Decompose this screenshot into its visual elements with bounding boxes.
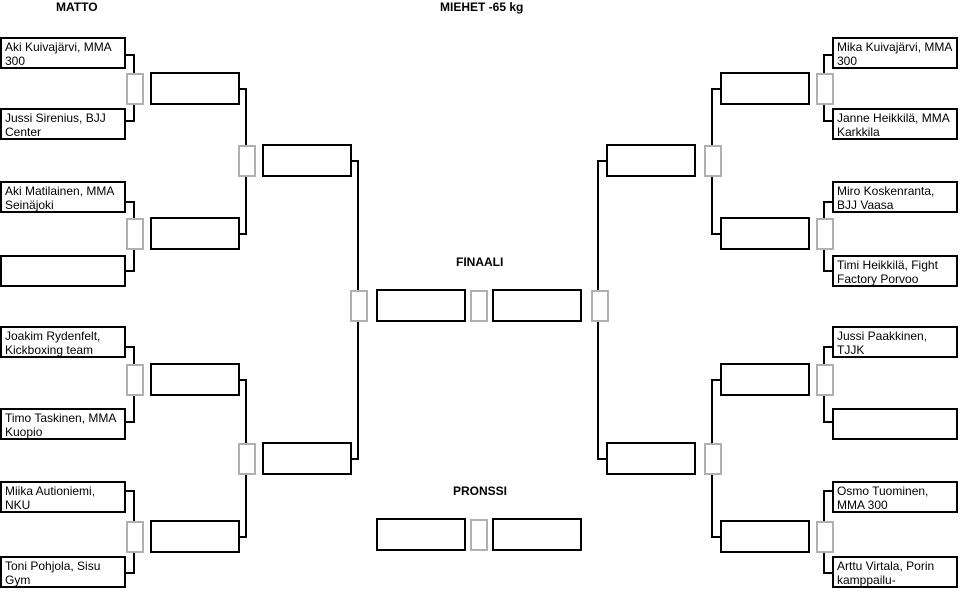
semi-slot-right-2 [606, 442, 696, 475]
score-box[interactable] [126, 521, 144, 553]
score-box[interactable] [816, 73, 834, 105]
right-competitor-3: Miro Koskenranta, BJJ Vaasa [832, 181, 958, 213]
right-competitor-7: Osmo Tuominen, MMA 300 [832, 481, 958, 513]
bronze-slot-left [376, 518, 466, 551]
score-box[interactable] [350, 290, 368, 322]
score-box[interactable] [704, 443, 722, 475]
round2-slot-left-3 [150, 363, 240, 396]
bronze-slot-right [492, 518, 582, 551]
round2-slot-left-1 [150, 72, 240, 105]
left-competitor-8: Toni Pohjola, Sisu Gym [0, 556, 126, 588]
left-competitor-5: Joakim Rydenfelt, Kickboxing team Oulu [0, 326, 126, 358]
score-box[interactable] [704, 145, 722, 177]
round2-slot-left-4 [150, 520, 240, 553]
right-competitor-2: Janne Heikkilä, MMA Karkkila [832, 108, 958, 140]
score-box[interactable] [238, 145, 256, 177]
right-competitor-4: Timi Heikkilä, Fight Factory Porvoo [832, 255, 958, 287]
left-competitor-6: Timo Taskinen, MMA Kuopio [0, 408, 126, 440]
final-label: FINAALI [456, 255, 504, 269]
round2-slot-right-2 [720, 217, 810, 250]
semi-slot-right-1 [606, 144, 696, 177]
score-box[interactable] [816, 521, 834, 553]
right-competitor-5: Jussi Paakkinen, TJJK [832, 326, 958, 358]
score-box[interactable] [591, 290, 609, 322]
semi-slot-left-2 [262, 442, 352, 475]
left-competitor-2: Jussi Sirenius, BJJ Center [0, 108, 126, 140]
score-box[interactable] [816, 218, 834, 250]
score-box[interactable] [126, 218, 144, 250]
round2-slot-right-1 [720, 72, 810, 105]
score-box[interactable] [126, 73, 144, 105]
left-competitor-7: Miika Autioniemi, NKU [0, 481, 126, 513]
bronze-label: PRONSSI [453, 484, 508, 498]
right-competitor-1: Mika Kuivajärvi, MMA 300 [832, 37, 958, 69]
round2-slot-right-4 [720, 520, 810, 553]
left-competitor-3: Aki Matilainen, MMA Seinäjoki [0, 181, 126, 213]
round2-slot-left-2 [150, 217, 240, 250]
right-competitor-8: Arttu Virtala, Porin kamppailu- [832, 556, 958, 588]
final-slot-right [492, 289, 582, 322]
score-box[interactable] [126, 364, 144, 396]
left-competitor-4 [0, 255, 126, 287]
score-box[interactable] [470, 290, 488, 322]
final-slot-left [376, 289, 466, 322]
right-competitor-6 [832, 408, 958, 440]
division-title: MIEHET -65 kg [440, 0, 524, 14]
score-box[interactable] [816, 364, 834, 396]
left-competitor-1: Aki Kuivajärvi, MMA 300 [0, 37, 126, 69]
mat-label: MATTO [56, 0, 98, 14]
score-box[interactable] [470, 519, 488, 551]
score-box[interactable] [238, 443, 256, 475]
round2-slot-right-3 [720, 363, 810, 396]
semi-slot-left-1 [262, 144, 352, 177]
